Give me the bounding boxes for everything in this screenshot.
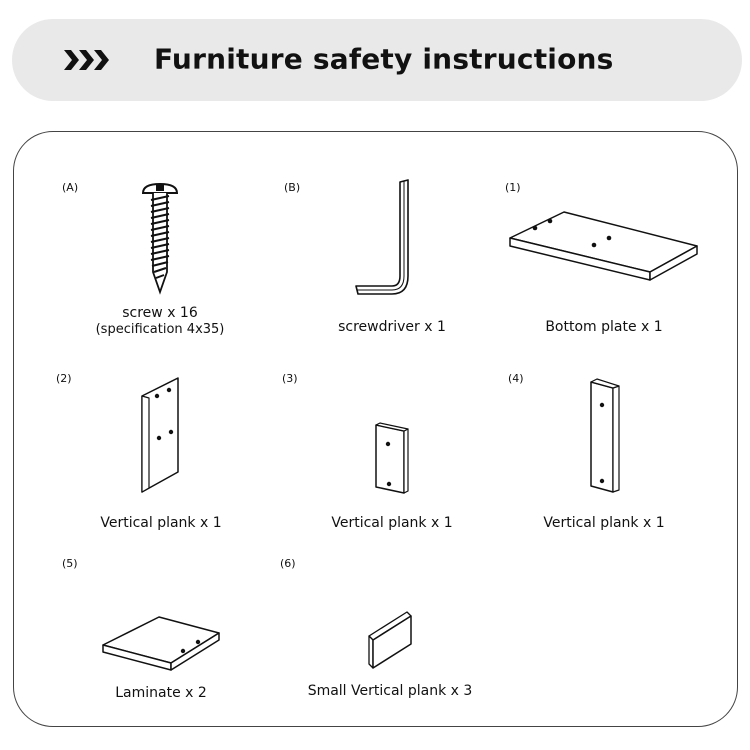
part-index: (6) bbox=[280, 557, 296, 570]
allen-key-icon bbox=[355, 179, 409, 295]
part-index: (A) bbox=[62, 181, 79, 194]
part-label: Vertical plank x 1 bbox=[100, 515, 222, 531]
screw-icon bbox=[141, 182, 179, 295]
triple-chevron-right-icon bbox=[64, 50, 109, 70]
vertical-plank-icon bbox=[590, 378, 620, 493]
part-index: (2) bbox=[56, 372, 72, 385]
part-label: screw x 16 bbox=[122, 305, 198, 321]
vertical-plank-icon bbox=[375, 422, 409, 494]
part-label: Small Vertical plank x 3 bbox=[307, 683, 473, 699]
part-index: (5) bbox=[62, 557, 78, 570]
part-sublabel: (specification 4x35) bbox=[95, 322, 225, 337]
part-index: (3) bbox=[282, 372, 298, 385]
part-label: Vertical plank x 1 bbox=[331, 515, 453, 531]
parts-panel bbox=[13, 131, 738, 727]
vertical-plank-icon bbox=[141, 377, 179, 493]
part-label: screwdriver x 1 bbox=[338, 319, 446, 335]
part-index: (4) bbox=[508, 372, 524, 385]
part-label: Laminate x 2 bbox=[115, 685, 207, 701]
part-index: (B) bbox=[284, 181, 301, 194]
small-plank-icon bbox=[368, 611, 412, 669]
part-index: (1) bbox=[505, 181, 521, 194]
bottom-plate-icon bbox=[509, 211, 698, 281]
page-title: Furniture safety instructions bbox=[154, 42, 614, 76]
part-label: Vertical plank x 1 bbox=[543, 515, 665, 531]
part-label: Bottom plate x 1 bbox=[545, 319, 663, 335]
laminate-icon bbox=[102, 616, 220, 671]
header-banner: Furniture safety instructions bbox=[12, 19, 742, 101]
